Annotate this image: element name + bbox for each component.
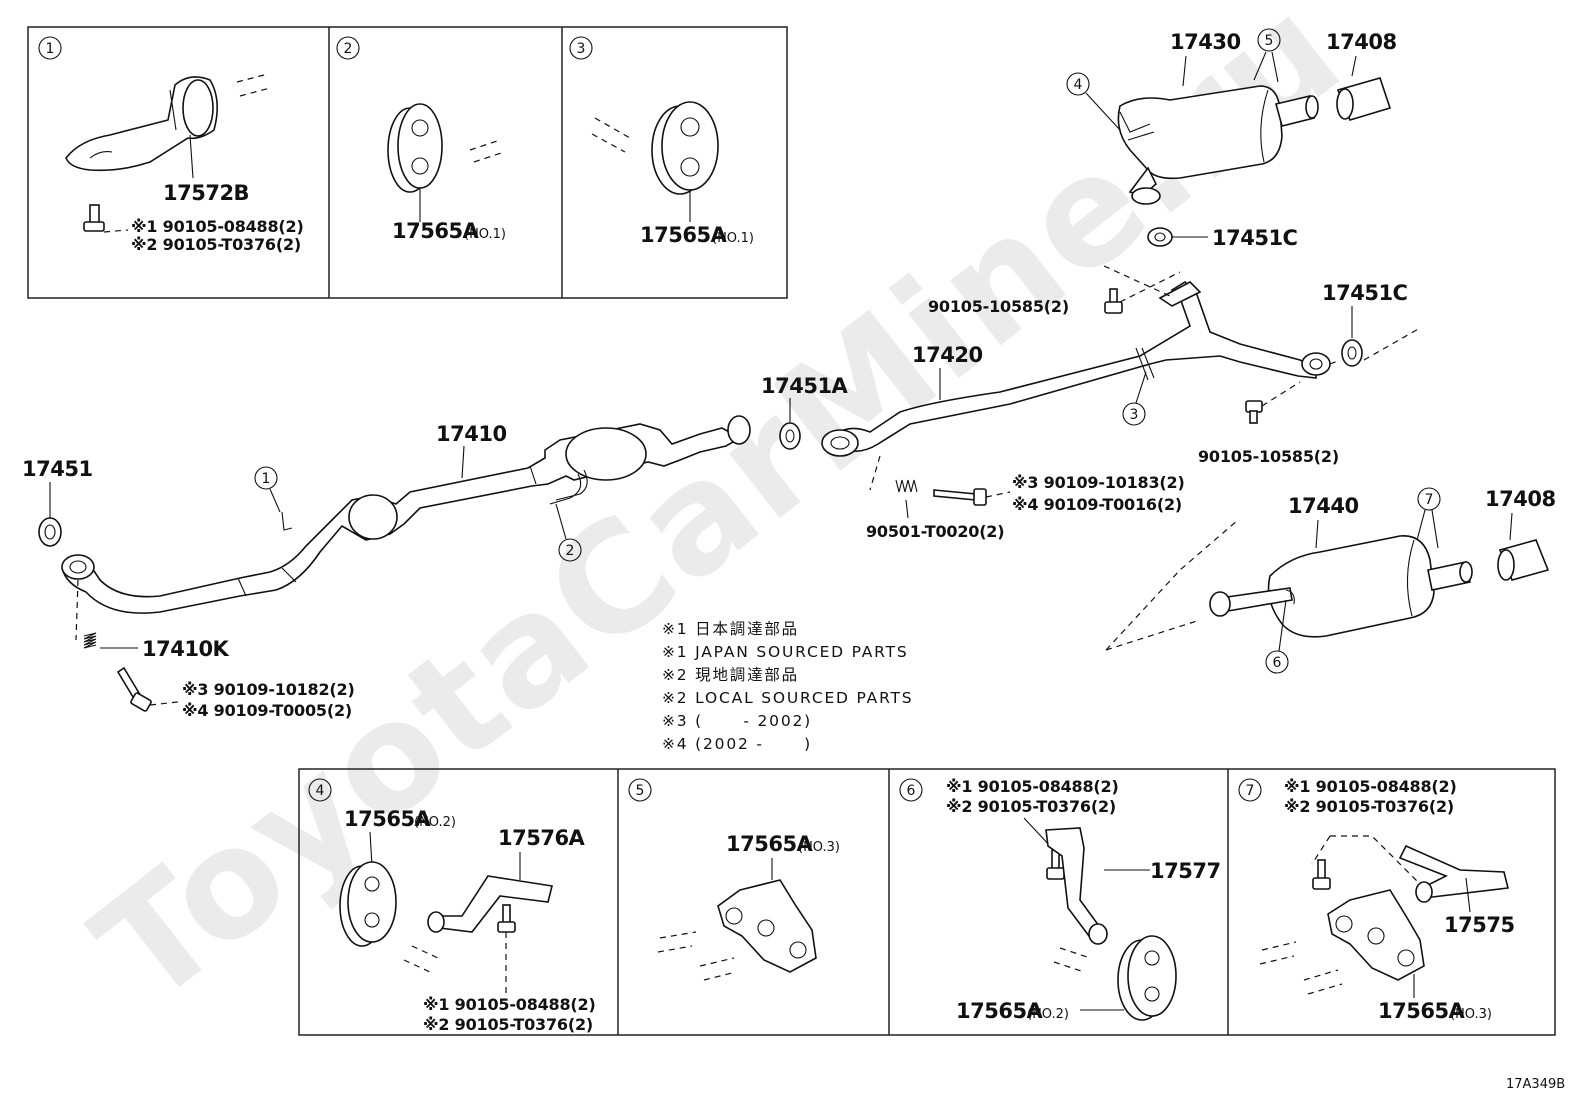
part-17451C-right: 17451C [1322, 281, 1408, 305]
svg-text:4: 4 [316, 783, 325, 799]
part-17572B: 17572B [163, 181, 249, 205]
inset-3: 3 17565A (NO.1) [569, 36, 754, 247]
part-17451A: 17451A [761, 374, 849, 398]
svg-text:※2 90105-T0376(2): ※2 90105-T0376(2) [1284, 797, 1454, 816]
svg-text:※1 90105-08488(2): ※1 90105-08488(2) [1284, 777, 1457, 796]
svg-text:※1 90105-08488(2): ※1 90105-08488(2) [946, 777, 1119, 796]
svg-text:1: 1 [262, 471, 271, 487]
svg-text:6: 6 [1273, 655, 1282, 671]
part-17451C-top: 17451C [1212, 226, 1298, 250]
inset-2: 2 17565A (NO.1) [336, 36, 506, 243]
svg-text:3: 3 [1130, 407, 1139, 423]
part-note: (NO.1) [464, 227, 506, 242]
part-17565A: 17565A [392, 219, 480, 243]
part-17430: 17430 [1170, 30, 1241, 54]
svg-text:※2 90105-T0376(2): ※2 90105-T0376(2) [423, 1015, 593, 1034]
bolt-mid-3: ※3 90109-10183(2) [1012, 473, 1185, 492]
part-17420: 17420 [912, 343, 983, 367]
inset-4: 4 17565A (NO.2) 17576A ※1 90105-08488(2)… [308, 778, 596, 1034]
bolt-right: 90105-10585(2) [1198, 447, 1339, 466]
part-17451: 17451 [22, 457, 93, 481]
diagram-code: 17A349B [1506, 1077, 1565, 1092]
svg-text:(NO.2): (NO.2) [414, 815, 456, 830]
svg-text:4: 4 [1074, 77, 1083, 93]
svg-text:※3 ( - 2002): ※3 ( - 2002) [662, 712, 812, 730]
svg-text:2: 2 [566, 543, 575, 559]
bolt-label-2: ※2 90105-T0376(2) [131, 235, 301, 254]
svg-text:※2 LOCAL SOURCED PARTS: ※2 LOCAL SOURCED PARTS [662, 689, 913, 707]
bolt-front-4: ※4 90109-T0005(2) [182, 701, 352, 720]
part-17565A: 17565A [726, 832, 814, 856]
part-17565A: 17565A [640, 223, 728, 247]
svg-text:※1 JAPAN SOURCED PARTS: ※1 JAPAN SOURCED PARTS [662, 643, 909, 661]
bolt-upper: 90105-10585(2) [928, 297, 1069, 316]
svg-text:(NO.2): (NO.2) [1027, 1007, 1069, 1022]
part-17408-bottom: 17408 [1485, 487, 1556, 511]
svg-text:6: 6 [907, 783, 916, 799]
inset-5: 5 17565A (NO.3) [628, 778, 840, 981]
bolt-mid-4: ※4 90109-T0016(2) [1012, 495, 1182, 514]
inset-1: 1 17572B ※1 90105-08488(2) ※2 90105-T037… [38, 36, 304, 254]
bolt-label-1: ※1 90105-08488(2) [131, 217, 304, 236]
svg-text:※1 90105-08488(2): ※1 90105-08488(2) [423, 995, 596, 1014]
part-17410: 17410 [436, 422, 507, 446]
part-17565A: 17565A [1378, 999, 1466, 1023]
svg-text:※4 (2002 - ): ※4 (2002 - ) [662, 735, 812, 753]
svg-text:※2 現地調達部品: ※2 現地調達部品 [662, 666, 799, 684]
part-17576A: 17576A [498, 826, 586, 850]
part-note: (NO.1) [712, 231, 754, 246]
part-17440: 17440 [1288, 494, 1359, 518]
svg-text:7: 7 [1246, 783, 1255, 799]
inset-6: 6 ※1 90105-08488(2) ※2 90105-T0376(2) 17… [899, 777, 1221, 1023]
inset-7: 7 ※1 90105-08488(2) ※2 90105-T0376(2) 17… [1238, 777, 1515, 1023]
svg-text:(NO.3): (NO.3) [798, 840, 840, 855]
svg-text:※1 日本調達部品: ※1 日本調達部品 [662, 620, 799, 638]
notes: ※1 日本調達部品 ※1 JAPAN SOURCED PARTS ※2 現地調達… [662, 620, 913, 753]
inset-number: 3 [577, 41, 586, 57]
spring-mid: 90501-T0020(2) [866, 522, 1004, 541]
part-17565A: 17565A [344, 807, 432, 831]
bolt-front-3: ※3 90109-10182(2) [182, 680, 355, 699]
svg-text:5: 5 [636, 783, 645, 799]
part-17577: 17577 [1150, 859, 1221, 883]
part-17565A: 17565A [956, 999, 1044, 1023]
part-17575: 17575 [1444, 913, 1515, 937]
inset-number: 1 [46, 41, 55, 57]
part-17410K: 17410K [142, 637, 230, 661]
svg-text:(NO.3): (NO.3) [1450, 1007, 1492, 1022]
top-insets: 1 17572B ※1 90105-08488(2) ※2 90105-T037… [27, 26, 788, 299]
svg-text:5: 5 [1265, 33, 1274, 49]
main-exhaust: 17451 17410 1 2 17410K ※3 90109-10182(2) [22, 28, 1556, 720]
svg-text:7: 7 [1425, 492, 1434, 508]
bottom-insets: 4 17565A (NO.2) 17576A ※1 90105-08488(2)… [298, 768, 1556, 1036]
part-17408-top: 17408 [1326, 30, 1397, 54]
svg-text:※2 90105-T0376(2): ※2 90105-T0376(2) [946, 797, 1116, 816]
inset-number: 2 [344, 41, 353, 57]
